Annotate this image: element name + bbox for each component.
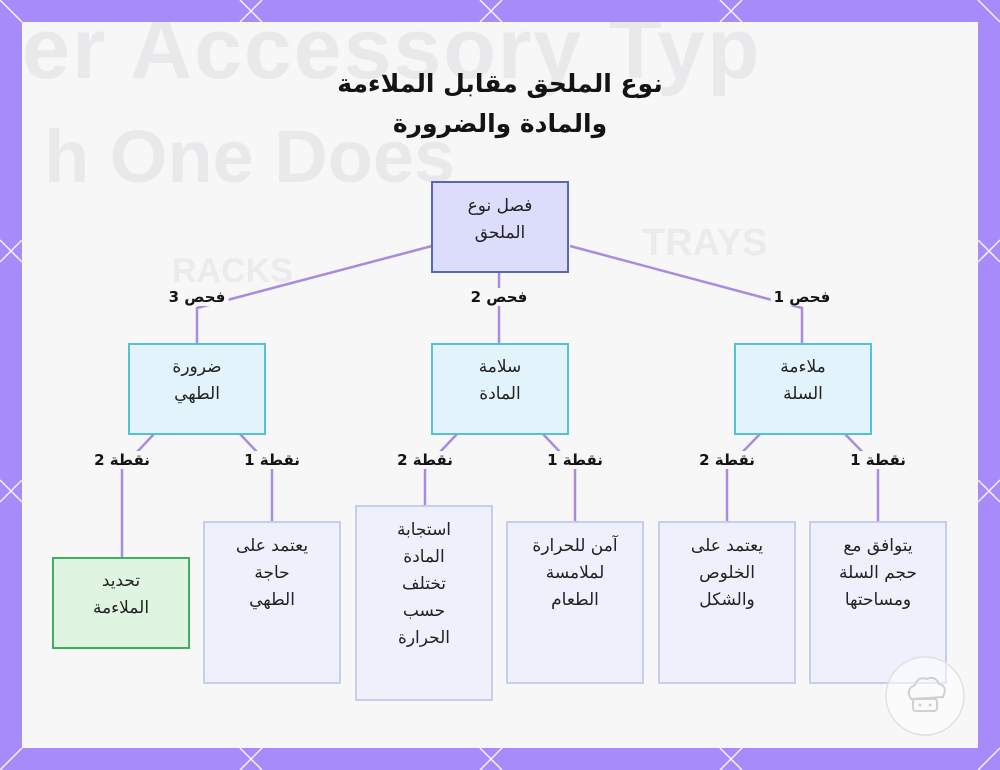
branch-node-label: ملاءمة السلة [780, 357, 826, 404]
branch-node-label: سلامة المادة [478, 357, 522, 404]
leaf-node-cooking-need: يعتمد على حاجة الطهي [203, 521, 341, 684]
edge-label-check-2: فحص 2 [467, 288, 531, 306]
edge-label-point-2: نقطة 2 [91, 451, 153, 469]
background-watermark-line-1: er Accessory Typ [22, 22, 762, 97]
connector-branch-1-to-leaf-2 [725, 433, 761, 522]
connector-branch-2-to-leaf-1 [542, 433, 577, 522]
diagram-title-line-1: نوع الملحق مقابل الملاءمة [337, 69, 663, 98]
edge-label-point-1: نقطة 1 [544, 451, 606, 469]
connector-branch-1-to-leaf-1 [844, 433, 880, 522]
leaf-node-clearance-shape: يعتمد على الخلوص والشكل [658, 521, 796, 684]
connector-branch-2-to-leaf-2 [423, 433, 458, 506]
final-node-determine-fit: تحديد الملاءمة [52, 557, 190, 649]
leaf-node-label: يعتمد على حاجة الطهي [235, 536, 309, 610]
branch-node-cooking-necessity: ضرورة الطهي [128, 343, 266, 435]
leaf-node-label: آمن للحرارة لملامسة الطعام [532, 536, 618, 610]
leaf-node-material-response: استجابة المادة تختلف حسب الحرارة [355, 505, 493, 701]
leaf-node-label: يتوافق مع حجم السلة ومساحتها [838, 536, 917, 610]
branch-node-basket-fit: ملاءمة السلة [734, 343, 872, 435]
background-watermark-racks: RACKS [172, 252, 293, 290]
root-node: فصل نوع الملحق [431, 181, 569, 273]
background-watermark-trays: TRAYS [642, 222, 768, 264]
root-node-label: فصل نوع الملحق [467, 196, 533, 243]
final-node-label: تحديد الملاءمة [92, 571, 150, 618]
edge-label-point-2: نقطة 2 [394, 451, 456, 469]
diagram-title-line-2: والمادة والضرورة [392, 109, 608, 138]
connector-branch-3-to-leaf-1 [239, 433, 274, 522]
edge-label-check-3: فحص 3 [165, 288, 229, 306]
background-photo: er Accessory Typ h One Does RACKS TRAYS [22, 22, 978, 748]
edge-label-point-1: نقطة 1 [241, 451, 303, 469]
branch-node-material-safety: سلامة المادة [431, 343, 569, 435]
connector-root-to-branch-1 [569, 244, 804, 344]
edge-label-point-2: نقطة 2 [696, 451, 758, 469]
background-watermark-line-2: h One Does [44, 115, 456, 198]
leaf-node-heat-safe: آمن للحرارة لملامسة الطعام [506, 521, 644, 684]
edge-label-point-1: نقطة 1 [847, 451, 909, 469]
connector-root-to-branch-3 [195, 244, 433, 344]
leaf-node-label: يعتمد على الخلوص والشكل [690, 536, 764, 610]
edge-label-check-1: فحص 1 [770, 288, 834, 306]
diagram-title: نوع الملحق مقابل الملاءمة والمادة والضرو… [0, 64, 1000, 144]
chef-hat-logo-icon [885, 656, 965, 736]
leaf-node-label: استجابة المادة تختلف حسب الحرارة [396, 520, 452, 648]
branch-node-label: ضرورة الطهي [172, 357, 222, 404]
